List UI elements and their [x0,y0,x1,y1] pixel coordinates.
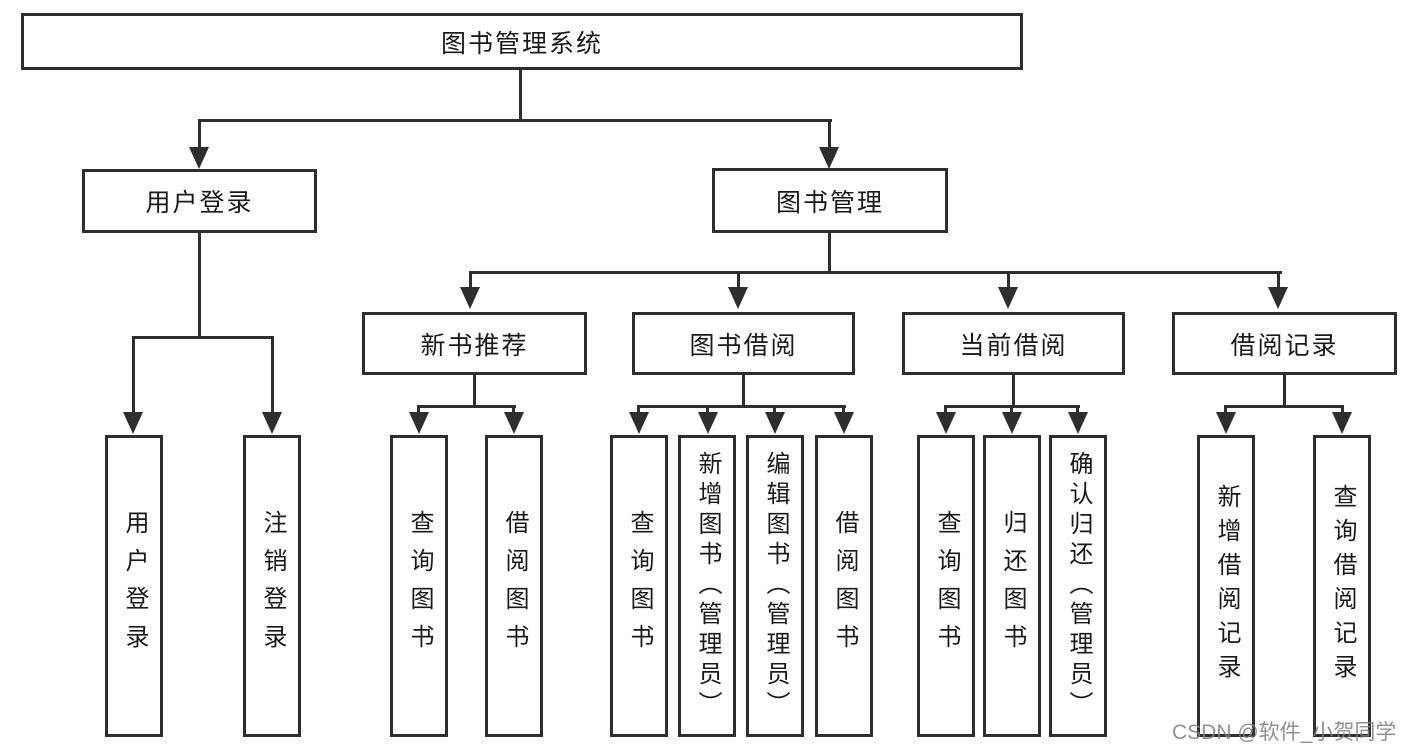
connector-userlogin-hbar [132,336,274,339]
connector-root-hbar [198,119,832,122]
arrowhead-bb-query [629,412,649,434]
connector-drop-leaf-login [132,336,135,414]
leaf-bb-edit-books-admin: 编辑图书（管理员） [746,435,804,737]
leaf-nb-borrow-books-label: 借阅图书 [501,510,528,662]
leaf-br-query-record-label: 查询借阅记录 [1329,484,1356,688]
leaf-logout-login-label: 注销登录 [259,510,286,662]
leaf-br-add-record-label: 新增借阅记录 [1213,484,1240,688]
node-book-borrow-label: 图书借阅 [689,331,798,360]
connector-newbook-hbar [417,405,516,408]
leaf-cb-query-books-label: 查询图书 [933,510,960,662]
arrowhead-cb-confirm [1068,412,1088,434]
leaf-cb-confirm-return-admin: 确认归还（管理员） [1049,435,1107,737]
connector-userlogin-stem [198,233,201,337]
arrowhead-borrow-records [1268,287,1288,309]
node-new-book-recommend-label: 新书推荐 [420,331,529,360]
connector-drop-cb-confirm [1076,405,1079,414]
node-current-borrow: 当前借阅 [902,312,1125,375]
node-book-management: 图书管理 [712,168,948,233]
arrowhead-br-query [1332,412,1352,434]
arrowhead-leaf-logout [262,412,282,434]
arrowhead-leaf-login [123,412,143,434]
leaf-cb-return-books-label: 归还图书 [999,510,1026,662]
connector-drop-current-borrow [1007,271,1010,288]
arrowhead-bb-edit [765,412,785,434]
connector-currentborrow-stub [1012,375,1015,407]
connector-drop-leaf-logout [271,336,274,414]
arrowhead-user-login [189,147,209,169]
leaf-nb-query-books: 查询图书 [390,435,448,737]
connector-drop-bb-query [637,405,640,414]
leaf-user-login: 用户登录 [105,435,163,737]
connector-drop-bb-borrow [842,405,845,414]
leaf-bb-borrow-books: 借阅图书 [815,435,873,737]
leaf-bb-add-books-admin-label: 新增图书（管理员） [694,451,721,721]
arrowhead-cb-return [1002,412,1022,434]
leaf-nb-query-books-label: 查询图书 [406,510,433,662]
leaf-br-query-record: 查询借阅记录 [1313,435,1371,737]
arrowhead-bb-borrow [834,412,854,434]
leaf-user-login-label: 用户登录 [121,510,148,662]
arrowhead-book-borrow [728,287,748,309]
connector-newbook-stub [473,375,476,407]
connector-bookmgmt-stem [828,233,831,273]
arrowhead-book-management [819,147,839,169]
leaf-cb-confirm-return-admin-label: 确认归还（管理员） [1065,451,1092,721]
connector-drop-nb-query [417,405,420,414]
node-user-login: 用户登录 [82,169,317,233]
connector-drop-bb-add [706,405,709,414]
node-book-borrow: 图书借阅 [632,312,855,375]
connector-bookborrow-hbar [637,405,846,408]
leaf-nb-borrow-books: 借阅图书 [485,435,543,737]
arrowhead-bb-add [698,412,718,434]
node-current-borrow-label: 当前借阅 [959,331,1068,360]
connector-drop-nb-borrow [512,405,515,414]
leaf-cb-query-books: 查询图书 [917,435,975,737]
leaf-cb-return-books: 归还图书 [983,435,1041,737]
node-new-book-recommend: 新书推荐 [362,312,587,375]
node-borrow-records-label: 借阅记录 [1230,331,1339,360]
node-book-management-label: 图书管理 [775,188,884,217]
connector-drop-br-query [1341,405,1344,414]
connector-drop-cb-return [1010,405,1013,414]
node-root: 图书管理系统 [21,13,1023,70]
leaf-bb-edit-books-admin-label: 编辑图书（管理员） [762,451,789,721]
arrowhead-br-add [1216,412,1236,434]
connector-drop-br-add [1224,405,1227,414]
leaf-bb-borrow-books-label: 借阅图书 [831,510,858,662]
connector-drop-bb-edit [773,405,776,414]
connector-drop-book-management [828,119,831,150]
connector-drop-book-borrow [737,271,740,288]
node-root-label: 图书管理系统 [440,29,603,58]
connector-records-stub [1283,375,1286,407]
arrowhead-cb-query [936,412,956,434]
arrowhead-nb-query [409,412,429,434]
leaf-bb-add-books-admin: 新增图书（管理员） [678,435,736,737]
arrowhead-new-book [460,287,480,309]
node-borrow-records: 借阅记录 [1172,312,1397,375]
arrowhead-current-borrow [998,287,1018,309]
node-user-login-label: 用户登录 [145,189,254,217]
csdn-watermark: CSDN @软件_小贺同学 [1172,721,1397,744]
leaf-bb-query-books-label: 查询图书 [626,510,653,662]
connector-root-stem [519,70,522,120]
connector-drop-user-login [198,119,201,150]
connector-drop-cb-query [944,405,947,414]
leaf-bb-query-books: 查询图书 [610,435,668,737]
connector-bookborrow-stub [742,375,745,407]
leaf-logout-login: 注销登录 [243,435,301,737]
connector-drop-new-book [469,271,472,288]
arrowhead-nb-borrow [504,412,524,434]
connector-bookmgmt-hbar [469,271,1282,274]
connector-drop-borrow-records [1277,271,1280,288]
connector-records-hbar [1224,405,1344,408]
leaf-br-add-record: 新增借阅记录 [1197,435,1255,737]
